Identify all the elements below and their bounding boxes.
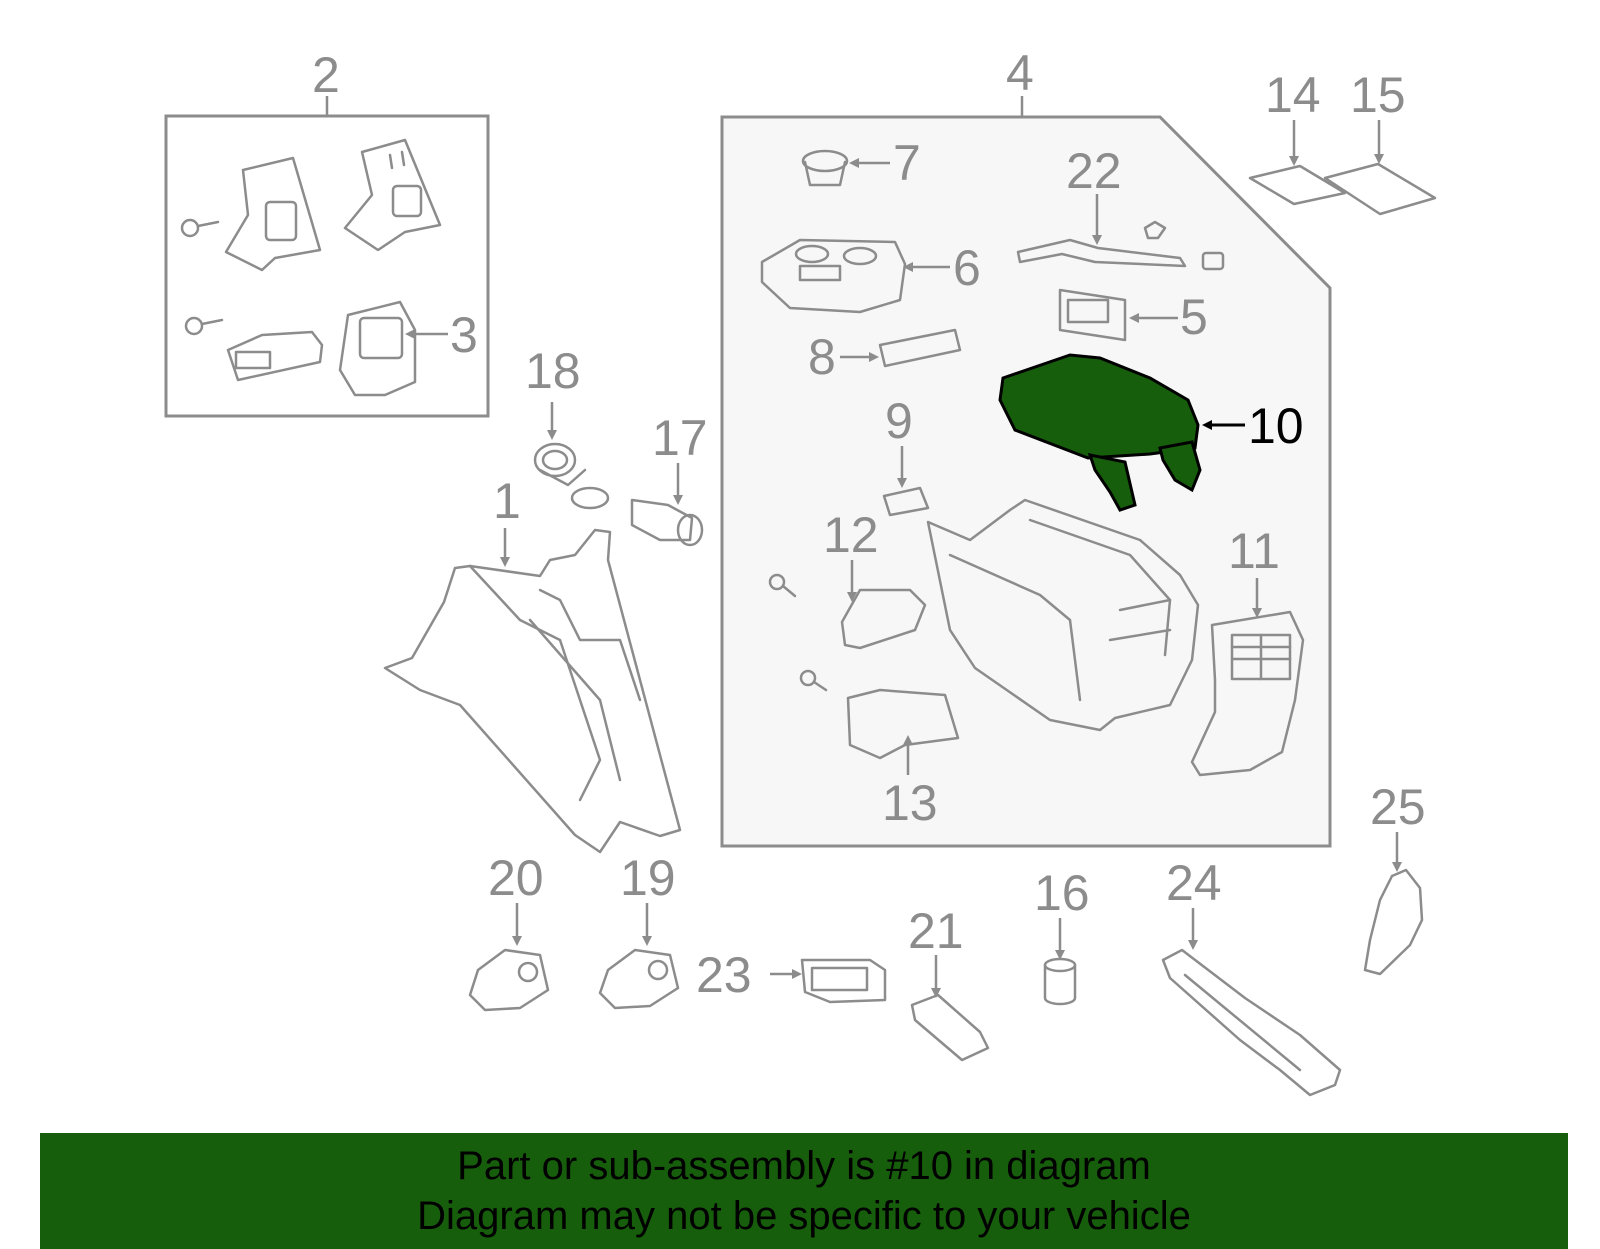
- part-15-pad: [1323, 120, 1437, 216]
- callout-9: 9: [885, 393, 913, 449]
- part-7-cap: [801, 149, 890, 187]
- part-19-switch: [598, 903, 680, 1010]
- part-22-strip: [1016, 194, 1225, 271]
- part-10-armrest-lid: [998, 353, 1245, 512]
- callout-17: 17: [652, 410, 708, 466]
- callout-19: 19: [620, 850, 676, 906]
- part-5-plate: [1058, 288, 1178, 342]
- banner-line-1: Part or sub-assembly is #10 in diagram: [457, 1144, 1151, 1188]
- callout-24: 24: [1166, 855, 1222, 911]
- part-24-trim-strip: [1161, 908, 1342, 1097]
- callout-6: 6: [953, 240, 981, 296]
- part-8-tray: [840, 328, 962, 368]
- callout-8: 8: [808, 329, 836, 385]
- part-1-side-panel: [383, 528, 682, 854]
- callout-15: 15: [1350, 67, 1406, 123]
- callout-11: 11: [1228, 523, 1280, 579]
- callout-21: 21: [908, 903, 964, 959]
- callout-23: 23: [696, 947, 752, 1003]
- info-banner: Part or sub-assembly is #10 in diagram D…: [40, 1133, 1568, 1249]
- banner-line-2: Diagram may not be specific to your vehi…: [417, 1194, 1191, 1238]
- part-11-vent-panel: [1190, 578, 1305, 777]
- part-14-pad: [1248, 120, 1347, 206]
- callout-16: 16: [1034, 865, 1090, 921]
- part-18-socket: [533, 402, 610, 510]
- callout-12: 12: [823, 507, 879, 563]
- callout-18: 18: [525, 343, 581, 399]
- part-2-brackets: [180, 138, 442, 382]
- callout-1: 1: [493, 473, 521, 529]
- part-9-clip: [882, 446, 930, 517]
- callout-14: 14: [1265, 67, 1321, 123]
- part-21-clip: [910, 955, 990, 1062]
- callout-2: 2: [312, 47, 340, 103]
- callout-25: 25: [1370, 779, 1426, 835]
- part-17-lighter: [630, 463, 704, 547]
- part-6-cup-holder: [760, 238, 950, 314]
- part-23-connector: [770, 958, 887, 1004]
- callout-3: 3: [450, 307, 478, 363]
- part-4-console-body: [926, 498, 1200, 732]
- callout-4: 4: [1006, 45, 1034, 101]
- callout-22: 22: [1066, 143, 1122, 199]
- group-box-2: [164, 114, 490, 418]
- part-20-switch: [468, 903, 550, 1012]
- part-16-socket: [1043, 918, 1077, 1006]
- part-3-switch: [338, 300, 448, 397]
- callout-13: 13: [882, 775, 938, 831]
- callout-5: 5: [1180, 289, 1208, 345]
- callout-7: 7: [893, 135, 921, 191]
- part-25-shift-knob: [1363, 832, 1424, 976]
- callout-20: 20: [488, 850, 544, 906]
- part-12-bracket: [768, 560, 927, 650]
- callout-10: 10: [1248, 398, 1304, 454]
- group-box-4: [720, 115, 1332, 848]
- part-13-bracket: [799, 669, 960, 775]
